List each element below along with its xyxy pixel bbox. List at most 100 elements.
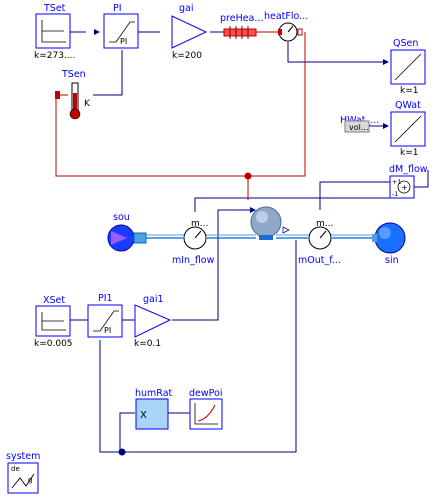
sou-block[interactable]: sou bbox=[107, 212, 147, 252]
system-inner-2: g bbox=[28, 476, 32, 484]
pi1-label: PI1 bbox=[98, 293, 113, 304]
wire-feedback-loop bbox=[99, 240, 297, 453]
wire-dmflow-out bbox=[414, 170, 429, 188]
qwat-param: k=1 bbox=[400, 148, 418, 158]
hwat-inner-text: vol... bbox=[349, 123, 368, 132]
qwat-input-port bbox=[383, 123, 389, 129]
pi-label: PI bbox=[113, 3, 122, 14]
gai1-block[interactable]: gai1 k=0.1 bbox=[134, 294, 172, 349]
vessel-highlight bbox=[256, 211, 268, 223]
gauge-needle-icon bbox=[194, 230, 202, 239]
signal-junction-dot bbox=[118, 448, 126, 456]
moutflow-block[interactable]: m... mOut_f... bbox=[298, 219, 341, 266]
vessel-port bbox=[259, 235, 273, 240]
tsen-label: TSen bbox=[61, 69, 86, 80]
gain-triangle bbox=[134, 304, 172, 338]
system-block[interactable]: system de g bbox=[6, 451, 40, 494]
pi1-box bbox=[87, 304, 123, 338]
sum-circle-icon bbox=[397, 180, 411, 194]
gain-triangle bbox=[171, 15, 208, 49]
moutflow-label: mOut_f... bbox=[298, 255, 341, 266]
heater-fins-icon bbox=[229, 26, 249, 39]
dmflow-plus: +1 bbox=[392, 178, 402, 186]
source-arrow-icon bbox=[111, 231, 127, 245]
humrat-label: humRat bbox=[135, 388, 173, 399]
qsen-label: QSen bbox=[393, 38, 418, 49]
gauge-needle-icon bbox=[287, 25, 294, 33]
qsen-block[interactable]: QSen k=1 bbox=[383, 38, 426, 96]
hwat-block[interactable]: HWat_... vol... bbox=[340, 115, 379, 133]
pi-curve-icon bbox=[109, 21, 135, 43]
qsen-param: k=1 bbox=[400, 86, 418, 96]
pi1-block[interactable]: PI1 PI bbox=[87, 293, 123, 338]
vol-input-port bbox=[250, 207, 256, 213]
pi1-inner-text: PI bbox=[104, 326, 111, 335]
minflow-block[interactable]: m... mIn_flow bbox=[172, 219, 215, 266]
humrat-block[interactable]: humRat X bbox=[135, 388, 173, 430]
heater-rod bbox=[223, 28, 257, 37]
gauge-needle-icon bbox=[319, 230, 327, 239]
pi-curve-icon bbox=[93, 310, 119, 332]
qsen-input-port bbox=[383, 59, 389, 65]
humrat-inner-text: X bbox=[140, 410, 147, 421]
dmflow-label: dM_flow bbox=[389, 164, 428, 175]
ramp-icon bbox=[394, 115, 422, 143]
dmflow-block[interactable]: dM_flow + +1 -1 bbox=[389, 164, 428, 199]
gai-label: gai bbox=[179, 3, 194, 14]
dewpoi-block[interactable]: dewPoi bbox=[189, 388, 223, 430]
system-inner-1: de bbox=[11, 465, 20, 473]
system-label: system bbox=[6, 451, 40, 462]
gai1-param: k=0.1 bbox=[134, 339, 161, 349]
xset-block[interactable]: XSet k=0.005 bbox=[34, 295, 73, 349]
sou-label: sou bbox=[113, 212, 130, 223]
gai-block[interactable]: gai k=200 bbox=[171, 3, 208, 61]
tsen-unit: K bbox=[84, 99, 91, 109]
constant-icon bbox=[41, 312, 66, 331]
preheat-label: preHea... bbox=[220, 13, 263, 24]
dewpoint-curve-icon bbox=[197, 404, 216, 422]
sou-port bbox=[133, 232, 147, 244]
sin-block[interactable]: sin bbox=[372, 222, 406, 266]
heatflow-port-b bbox=[297, 28, 303, 36]
minflow-sensor-text: m... bbox=[191, 219, 208, 229]
tsen-block[interactable]: TSen K bbox=[55, 69, 91, 120]
wire-min-dmflow bbox=[194, 197, 390, 212]
wire-humrat-in bbox=[119, 412, 135, 452]
signal-wires bbox=[70, 31, 429, 453]
tset-param: k=273.... bbox=[34, 51, 75, 61]
system-signal-icon bbox=[11, 473, 35, 489]
heatflow-label: heatFlo... bbox=[264, 11, 308, 22]
vol-block[interactable] bbox=[250, 206, 290, 240]
wire-mout-dmflow bbox=[319, 181, 390, 210]
heatflow-block[interactable]: heatFlo... bbox=[264, 11, 308, 42]
vol-output-port bbox=[282, 226, 290, 234]
sin-label: sin bbox=[385, 255, 399, 266]
pi-inner-text: PI bbox=[120, 37, 127, 46]
dmflow-minus: -1 bbox=[392, 190, 398, 198]
xset-param: k=0.005 bbox=[34, 339, 73, 349]
system-box bbox=[7, 462, 39, 494]
heatflow-port-a bbox=[278, 29, 282, 35]
gai1-label: gai1 bbox=[143, 294, 164, 305]
qwat-label: QWat bbox=[395, 100, 421, 111]
humrat-box bbox=[135, 398, 169, 430]
preheat-block[interactable]: preHea... bbox=[220, 13, 263, 39]
pi-block[interactable]: PI PI bbox=[94, 3, 139, 49]
qwat-block[interactable]: QWat k=1 bbox=[383, 100, 426, 158]
constant-icon bbox=[41, 20, 66, 43]
heat-junction-dot bbox=[244, 172, 252, 180]
chart-axes-icon bbox=[194, 403, 218, 425]
wire-gai1-vol bbox=[172, 209, 250, 321]
xset-label: XSet bbox=[43, 295, 65, 306]
gai-param: k=200 bbox=[172, 51, 202, 61]
thermometer-fill bbox=[73, 93, 77, 113]
sin-port bbox=[372, 234, 377, 242]
boundary-sink-icon bbox=[374, 222, 406, 254]
sink-highlight bbox=[379, 227, 391, 239]
dmflow-sign: + bbox=[401, 183, 408, 192]
vessel-icon bbox=[250, 206, 282, 238]
thermometer-bulb-icon bbox=[69, 108, 81, 120]
tset-block[interactable]: TSet k=273.... bbox=[34, 3, 75, 61]
tsen-port bbox=[55, 91, 60, 99]
